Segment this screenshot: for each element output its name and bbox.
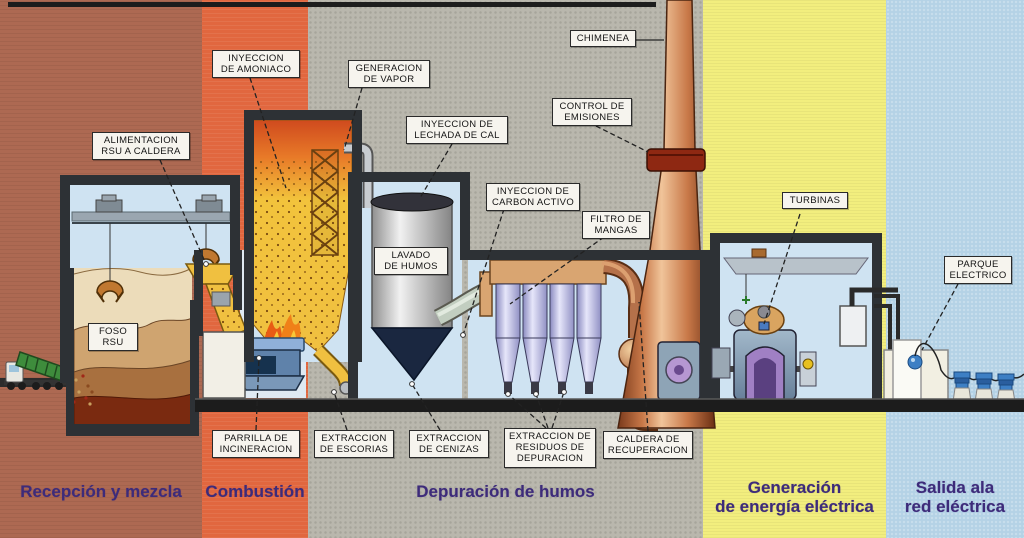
label-extraccion-cenizas: EXTRACCION DE CENIZAS	[409, 430, 489, 459]
boiler-substructure-room	[202, 331, 246, 399]
turbine-hall	[711, 248, 898, 401]
insulator	[952, 371, 972, 403]
plant-roof-topline	[8, 2, 656, 7]
label-caldera-recuperacion: CALDERA DE RECUPERACION	[603, 431, 693, 460]
label-chimenea: CHIMENEA	[570, 30, 636, 48]
structural-walls	[60, 110, 882, 436]
label-extraccion-residuos: EXTRACCION DE RESIDUOS DE DEPURACION	[504, 428, 596, 468]
leader-lines	[159, 39, 959, 432]
insulator	[974, 372, 994, 403]
insulator	[996, 373, 1016, 403]
delivery-truck	[4, 351, 68, 390]
label-foso-rsu: FOSO RSU	[88, 323, 138, 352]
section-title-combustion: Combustión	[205, 482, 305, 501]
transformer-bushing	[907, 354, 923, 370]
leader-nodes	[203, 261, 567, 397]
chimney	[617, 0, 716, 429]
turbine-generator	[728, 305, 797, 401]
section-title-recepcion: Recepción y mezcla	[20, 482, 182, 501]
label-generacion-vapor: GENERACION DE VAPOR	[348, 60, 430, 89]
grab-claw-left	[96, 280, 124, 303]
label-carbon-activo: INYECCION DE CARBON ACTIVO	[486, 183, 580, 212]
flue-gas-fan	[657, 341, 701, 401]
label-control-emisiones: CONTROL DE EMISIONES	[552, 98, 632, 127]
label-lavado-humos: LAVADO DE HUMOS	[374, 247, 448, 276]
section-title-depuracion: Depuración de humos	[416, 482, 595, 501]
feed-hopper	[184, 263, 259, 355]
label-parque-electrico: PARQUE ELECTRICO	[944, 256, 1012, 285]
switchyard	[874, 294, 1024, 405]
label-inyeccion-amoniaco: INYECCION DE AMONIACO	[212, 50, 300, 79]
heat-exchanger	[311, 149, 339, 256]
label-lechada-cal: INYECCION DE LECHADA DE CAL	[406, 116, 508, 145]
baghouse-filter	[479, 259, 607, 394]
label-turbinas: TURBINAS	[782, 192, 848, 210]
label-extraccion-escorias: EXTRACCION DE ESCORIAS	[314, 430, 394, 459]
ground-level	[195, 399, 1024, 412]
label-filtro-mangas: FILTRO DE MANGAS	[582, 211, 650, 240]
emission-monitoring-ring	[646, 148, 706, 172]
section-title-generacion: Generación de energía eléctrica	[715, 478, 874, 517]
section-title-salida: Salida ala red eléctrica	[904, 478, 1006, 517]
label-alimentacion-rsu: ALIMENTACION RSU A CALDERA	[92, 132, 190, 161]
label-parrilla: PARRILLA DE INCINERACION	[212, 430, 300, 459]
